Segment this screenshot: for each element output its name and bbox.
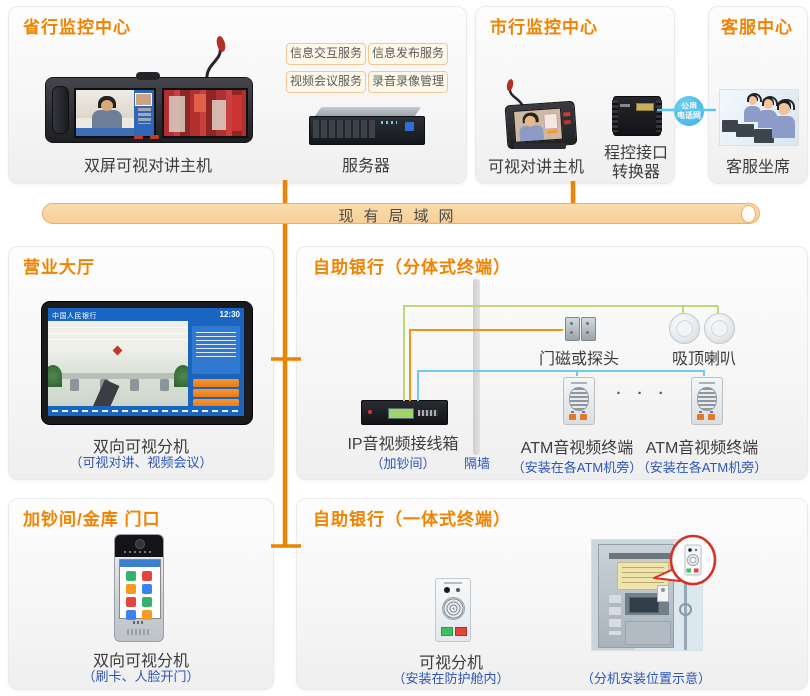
lan-pipe: 现有局域网	[42, 203, 760, 225]
hall-extension-device: 中国人民银行 12:30	[41, 301, 253, 425]
ceiling-speaker-label: 吸顶喇叭	[671, 351, 736, 368]
door-sensor-icon	[581, 317, 596, 341]
screen-clock: 12:30	[219, 310, 240, 319]
panel-split-title: 自助银行（分体式终端）	[313, 258, 511, 277]
city-host-label: 可视对讲主机	[487, 159, 584, 176]
door-sensor-icon	[565, 317, 580, 341]
integrated-device-sub: （安装在防护舱内）	[392, 671, 510, 686]
photo-sub-label: （分机安装位置示意）	[580, 671, 711, 686]
atm-terminal-sub-2: （安装在各ATM机旁）	[636, 460, 768, 475]
gooseneck-mic-icon	[205, 36, 226, 81]
panel-integrated-title: 自助银行（一体式终端）	[313, 510, 511, 529]
panel-hall-title: 营业大厅	[23, 258, 95, 277]
ceiling-speaker-icon	[704, 313, 735, 344]
ceiling-speaker-icon	[669, 313, 700, 344]
server-device	[309, 107, 425, 145]
panel-city-title: 市行监控中心	[490, 18, 598, 37]
atm-av-terminal-device	[563, 377, 595, 425]
atm-terminal-sub-1: （安装在各ATM机旁）	[511, 460, 643, 475]
lan-label: 现有局域网	[338, 208, 464, 225]
dual-screen-host-label: 双屏可视对讲主机	[83, 158, 212, 175]
tag-info-exchange: 信息交互服务	[286, 43, 366, 65]
atm-av-terminal-device	[691, 377, 723, 425]
server-label: 服务器	[341, 158, 390, 175]
hall-device-label: 双向可视分机	[92, 439, 189, 456]
vault-device-sub: （刷卡、人脸开门）	[82, 669, 200, 684]
service-seat-label: 客服坐席	[725, 159, 790, 176]
monitor-screen	[162, 88, 248, 138]
panel-service-center: 客服中心 客服坐席	[708, 6, 808, 184]
ellipsis: · · ·	[616, 385, 670, 402]
ipbox-sub: （加钞间）	[370, 456, 436, 471]
visual-extension-device	[435, 578, 471, 642]
panel-business-hall: 营业大厅 中国人民银行	[8, 246, 274, 480]
panel-integrated-terminal: 自助银行（一体式终端） 可视分机 （安装在防护舱内） （分机安装位置示意）	[296, 498, 808, 690]
atm-terminal-label-1: ATM音视频终端	[520, 440, 634, 457]
atm-terminal-label-2: ATM音视频终端	[645, 440, 759, 457]
integrated-device-label: 可视分机	[418, 655, 483, 672]
video-call-screen	[74, 88, 156, 138]
tag-video-conference: 视频会议服务	[286, 71, 366, 93]
converter-label-line2: 转换器	[611, 164, 660, 181]
panel-provincial-center: 省行监控中心 双屏可视对讲主机 信息交	[8, 6, 467, 184]
panel-split-terminal: 自助银行（分体式终端） IP音视频接线箱 （加钞间） 隔墙 门磁或探头 吸顶喇叭…	[296, 246, 808, 480]
ipbox-label: IP音视频接线箱	[347, 436, 459, 453]
atm-installation-photo	[591, 539, 703, 651]
hall-device-sub: （可视对讲、视频会议）	[69, 455, 213, 470]
tag-info-publish: 信息发布服务	[368, 43, 448, 65]
badge-line2: 电话网	[677, 111, 701, 120]
converter-label-line1: 程控接口	[603, 145, 668, 162]
screen-bank-name: 中国人民银行	[52, 313, 97, 320]
panel-vault-doorway: 加钞间/金库 门口 双向可视分机 （刷卡、人脸开门）	[8, 498, 274, 690]
service-agents-photo	[719, 89, 799, 146]
public-phone-network-badge: 公用 电话网	[674, 96, 704, 126]
tag-recording-mgmt: 录音录像管理	[368, 71, 448, 93]
handset	[52, 86, 69, 134]
vault-extension-device	[114, 534, 164, 642]
ip-av-junction-box-device	[361, 400, 448, 425]
interface-converter-device	[612, 96, 662, 136]
wall-label: 隔墙	[463, 456, 490, 471]
badge-line1: 公用	[681, 102, 697, 111]
panel-service-title: 客服中心	[721, 18, 793, 37]
partition-wall	[473, 279, 480, 455]
panel-city-center: 市行监控中心 可视对讲主机 程控接口 转换器	[475, 6, 675, 184]
vault-device-label: 双向可视分机	[92, 653, 189, 670]
panel-provincial-title: 省行监控中心	[23, 18, 131, 37]
lan-pipe-cap	[741, 205, 756, 223]
camera-bump	[136, 72, 160, 80]
visual-intercom-host-device	[494, 79, 584, 150]
panel-vault-title: 加钞间/金库 门口	[23, 510, 161, 529]
